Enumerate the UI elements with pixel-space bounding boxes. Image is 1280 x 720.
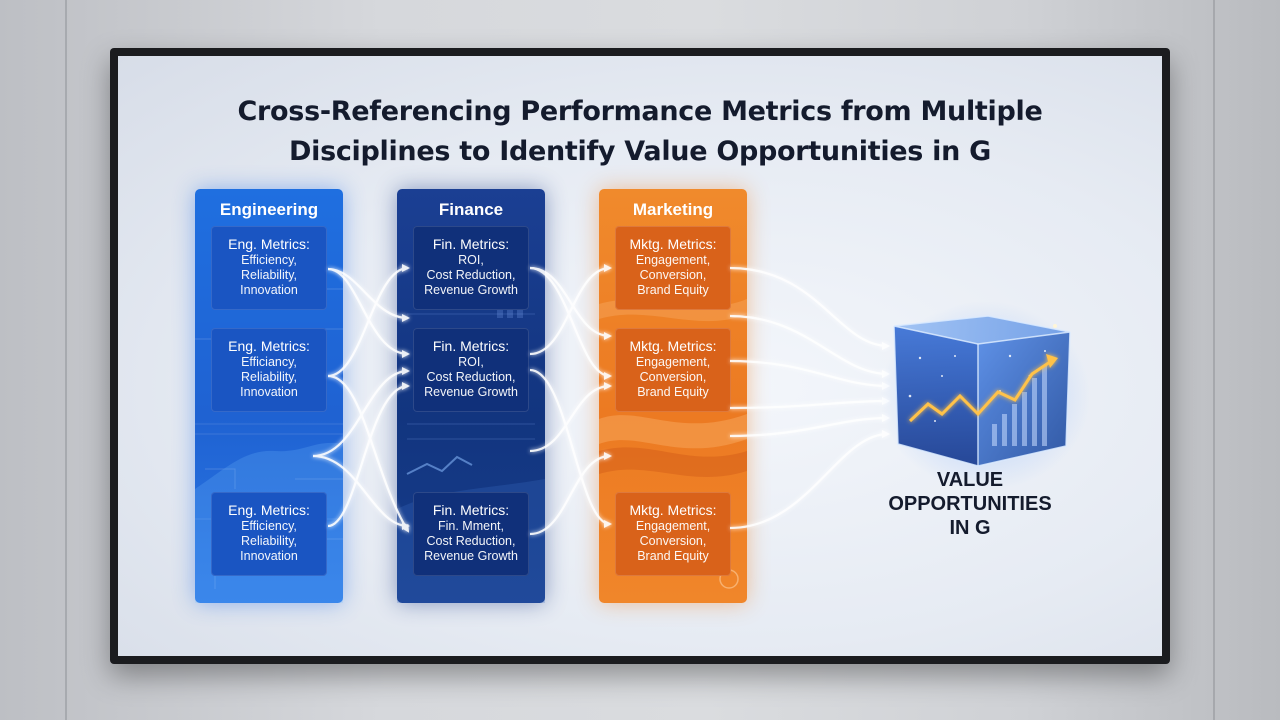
card-metric: Cost Reduction, (426, 268, 516, 282)
marketing-metrics-card-3: Mktg. Metrics: Engagement, Conversion, B… (615, 492, 731, 576)
card-title: Fin. Metrics: (432, 236, 510, 252)
card-metric: Innovation (240, 385, 298, 399)
card-title: Eng. Metrics: (228, 236, 310, 252)
card-metric: Engagement, (635, 253, 711, 267)
card-title: Mktg. Metrics: (629, 236, 717, 252)
card-metric: Conversion, (639, 370, 707, 384)
card-title: Eng. Metrics: (228, 502, 310, 518)
marketing-metrics-card-2: Mktg. Metrics: Engagement, Conversion, B… (615, 328, 731, 412)
marketing-column: Marketing Mktg. Metrics: Engagement, Con… (599, 189, 747, 603)
card-metric: Revenue Growth (424, 549, 518, 563)
finance-column: Finance Fin. Metrics: ROI, Cost Reductio… (397, 189, 545, 603)
wall-seam-left (65, 0, 67, 720)
card-title: Fin. Metrics: (432, 338, 510, 354)
value-label-line-3: IN G (949, 517, 991, 539)
value-label-line-2: OPPORTUNITIES (888, 493, 1052, 515)
arrow-mkt1b-value (729, 314, 890, 378)
card-metric: Revenue Growth (424, 385, 518, 399)
card-metric: ROI, (458, 355, 484, 369)
card-metric: Brand Equity (637, 283, 709, 297)
card-metric: Innovation (240, 549, 298, 563)
card-metric: Reliability, (240, 268, 298, 282)
slide-title-line-2: Disciplines to Identify Value Opportunit… (289, 136, 991, 167)
value-opportunities-label: VALUE OPPORTUNITIES IN G (860, 468, 1080, 540)
card-metric: Efficiency, (241, 519, 297, 533)
card-metric: Cost Reduction, (426, 370, 516, 384)
card-metric: Fin. Mment, (438, 519, 504, 533)
marketing-metrics-card-1: Mktg. Metrics: Engagement, Conversion, B… (615, 226, 731, 310)
card-metric: Revenue Growth (424, 283, 518, 297)
slide-title: Cross-Referencing Performance Metrics fr… (118, 92, 1162, 172)
card-metric: Engagement, (635, 355, 711, 369)
finance-metrics-card-1: Fin. Metrics: ROI, Cost Reduction, Reven… (413, 226, 529, 310)
value-opportunities-cube-icon (880, 301, 1090, 491)
card-metric: Cost Reduction, (426, 534, 516, 548)
finance-metrics-card-2: Fin. Metrics: ROI, Cost Reduction, Reven… (413, 328, 529, 412)
card-metric: Brand Equity (637, 549, 709, 563)
trend-line-icon (406, 455, 473, 475)
arrow-mkt1-value (729, 266, 890, 350)
arrow-mkt-wave-value (729, 414, 890, 438)
finance-metrics-card-3: Fin. Metrics: Fin. Mment, Cost Reduction… (413, 492, 529, 576)
slide-title-line-1: Cross-Referencing Performance Metrics fr… (237, 96, 1043, 127)
engineering-column: Engineering Eng. Metrics: Efficiency, Re… (195, 189, 343, 603)
card-title: Eng. Metrics: (228, 338, 310, 354)
engineering-metrics-card-2: Eng. Metrics: Efficiancy, Reliability, I… (211, 328, 327, 412)
card-metric: Efficiency, (241, 253, 297, 267)
card-metric: Conversion, (639, 268, 707, 282)
card-title: Mktg. Metrics: (629, 338, 717, 354)
growth-trend-icon (908, 360, 1051, 423)
presentation-screen: Cross-Referencing Performance Metrics fr… (118, 56, 1162, 656)
engineering-header: Engineering (219, 200, 319, 219)
display-monitor: Cross-Referencing Performance Metrics fr… (110, 48, 1170, 664)
card-metric: Efficiancy, (241, 355, 297, 369)
card-metric: Engagement, (635, 519, 711, 533)
engineering-metrics-card-3: Eng. Metrics: Efficiency, Reliability, I… (211, 492, 327, 576)
value-label-line-1: VALUE (936, 469, 1004, 491)
card-metric: Conversion, (639, 534, 707, 548)
card-metric: Innovation (240, 283, 298, 297)
card-title: Fin. Metrics: (432, 502, 510, 518)
arrow-mkt2b-value (729, 397, 890, 410)
card-title: Mktg. Metrics: (629, 502, 717, 518)
wall-seam-right (1213, 0, 1215, 720)
card-metric: Reliability, (240, 534, 298, 548)
arrow-mkt2-value (729, 359, 890, 390)
card-metric: ROI, (458, 253, 484, 267)
finance-header: Finance (438, 200, 504, 219)
trend-arrow-icon (1046, 354, 1058, 368)
marketing-header: Marketing (632, 200, 714, 219)
engineering-metrics-card-1: Eng. Metrics: Efficiency, Reliability, I… (211, 226, 327, 310)
card-metric: Brand Equity (637, 385, 709, 399)
card-metric: Reliability, (240, 370, 298, 384)
